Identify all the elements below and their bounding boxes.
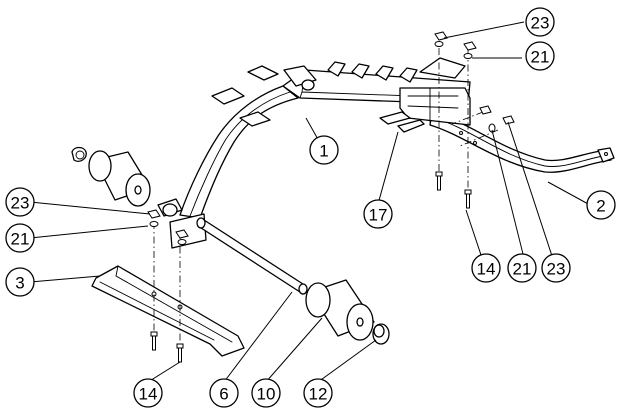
callout-label: 14 bbox=[139, 385, 158, 404]
callout-2: 2 bbox=[586, 190, 616, 220]
callout-ring bbox=[541, 253, 571, 283]
callout-ring bbox=[363, 199, 393, 229]
callout-ring bbox=[251, 378, 281, 408]
callout-ring bbox=[471, 253, 501, 283]
callout-label: 21 bbox=[11, 230, 30, 249]
callout-12: 12 bbox=[303, 378, 333, 408]
part-rear-axle bbox=[379, 111, 425, 133]
callout-label: 12 bbox=[309, 385, 328, 404]
fasteners bbox=[147, 31, 515, 363]
callout-21-right: 21 bbox=[507, 253, 537, 283]
callout-17: 17 bbox=[363, 199, 393, 229]
callout-label: 1 bbox=[319, 142, 328, 161]
leader-lines bbox=[29, 21, 591, 383]
callout-ring bbox=[525, 7, 555, 37]
callout-label: 21 bbox=[531, 48, 550, 67]
callout-10: 10 bbox=[251, 378, 281, 408]
callout-ring bbox=[309, 135, 339, 165]
callout-ring bbox=[209, 378, 239, 408]
callout-label: 23 bbox=[11, 194, 30, 213]
part-foam-roller-upper bbox=[71, 146, 151, 207]
callout-1: 1 bbox=[309, 135, 339, 165]
callout-label: 23 bbox=[547, 260, 566, 279]
callout-ring bbox=[507, 253, 537, 283]
callout-ring bbox=[525, 41, 555, 71]
callout-ring bbox=[303, 378, 333, 408]
callout-23-right: 23 bbox=[541, 253, 571, 283]
callout-23-left: 23 bbox=[5, 187, 35, 217]
callout-label: 23 bbox=[531, 14, 550, 33]
callout-21-left: 21 bbox=[5, 223, 35, 253]
part-axle-rod bbox=[196, 217, 308, 295]
callout-label: 2 bbox=[596, 197, 605, 216]
callout-23-top: 23 bbox=[525, 7, 555, 37]
callout-label: 3 bbox=[15, 274, 24, 293]
callout-ring bbox=[5, 187, 35, 217]
callout-14-right: 14 bbox=[471, 253, 501, 283]
part-foam-roller-lower bbox=[305, 279, 375, 341]
callout-ring bbox=[5, 223, 35, 253]
part-end-cap bbox=[372, 323, 390, 345]
callout-ring bbox=[5, 267, 35, 297]
callout-6: 6 bbox=[209, 378, 239, 408]
callout-label: 6 bbox=[219, 385, 228, 404]
callout-label: 17 bbox=[369, 206, 388, 225]
callout-label: 10 bbox=[257, 385, 276, 404]
callout-label: 14 bbox=[477, 260, 496, 279]
part-front-foot-bar bbox=[91, 265, 245, 357]
callout-21-top: 21 bbox=[525, 41, 555, 71]
callout-label: 21 bbox=[513, 260, 532, 279]
callout-ring bbox=[586, 190, 616, 220]
callout-ring bbox=[133, 378, 163, 408]
callout-3: 3 bbox=[5, 267, 35, 297]
callout-14-left: 14 bbox=[133, 378, 163, 408]
assembly-centerlines bbox=[153, 48, 499, 348]
